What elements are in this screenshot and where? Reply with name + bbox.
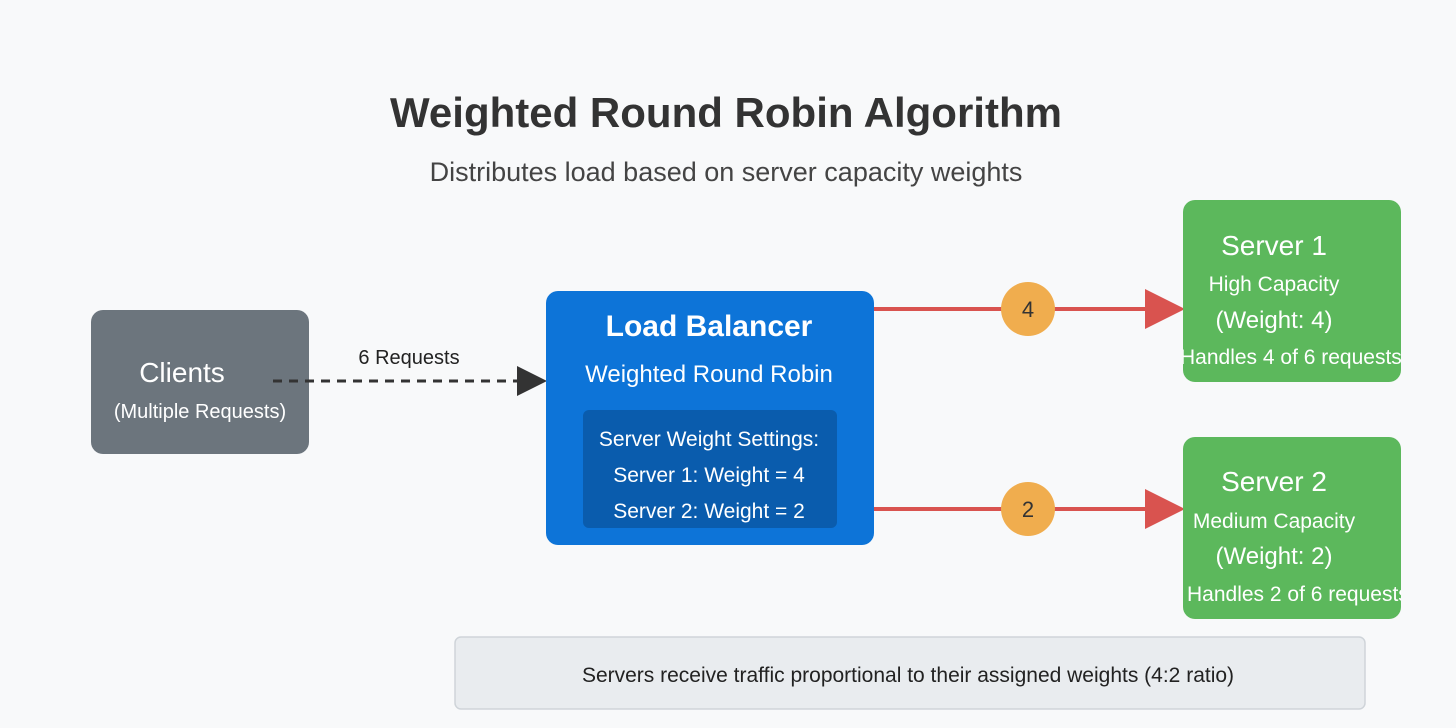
page-title: Weighted Round Robin Algorithm bbox=[390, 89, 1062, 136]
footer-note-text: Servers receive traffic proportional to … bbox=[582, 664, 1234, 687]
server-2-box bbox=[1183, 437, 1401, 619]
server-2-capacity: Medium Capacity bbox=[1193, 510, 1356, 533]
clients-box bbox=[91, 310, 309, 454]
server-1-name: Server 1 bbox=[1221, 230, 1327, 261]
load-balancer-subtitle: Weighted Round Robin bbox=[585, 361, 833, 388]
server-2-edge: 2 bbox=[874, 482, 1185, 536]
request-edge: 6 Requests bbox=[273, 347, 547, 396]
weight-settings-heading: Server Weight Settings: bbox=[599, 428, 819, 451]
request-edge-label: 6 Requests bbox=[358, 347, 459, 369]
load-balancer-title: Load Balancer bbox=[606, 310, 813, 343]
server-2-name: Server 2 bbox=[1221, 466, 1327, 497]
server-1-capacity: High Capacity bbox=[1209, 273, 1340, 296]
page-subtitle: Distributes load based on server capacit… bbox=[430, 157, 1023, 187]
clients-sublabel: (Multiple Requests) bbox=[114, 401, 286, 423]
load-balancer-node: Load Balancer Weighted Round Robin Serve… bbox=[546, 291, 874, 545]
server-1-edge-badge bbox=[1001, 282, 1055, 336]
footer-note: Servers receive traffic proportional to … bbox=[454, 636, 1366, 710]
footer-note-panel bbox=[454, 636, 1366, 710]
clients-label: Clients bbox=[139, 357, 225, 388]
clients-node: Clients (Multiple Requests) bbox=[91, 310, 309, 454]
server-1-edge-badge-label: 4 bbox=[1022, 297, 1034, 322]
server-2-weight: (Weight: 2) bbox=[1216, 543, 1333, 570]
server-2-edge-badge-label: 2 bbox=[1022, 497, 1034, 522]
server-1-handles: Handles 4 of 6 requests bbox=[1180, 346, 1402, 369]
server-1-box bbox=[1183, 200, 1401, 382]
weight-settings-panel bbox=[583, 410, 837, 528]
weight-settings-line: Server 2: Weight = 2 bbox=[613, 500, 805, 523]
server-1-node: Server 1 High Capacity (Weight: 4) Handl… bbox=[1180, 200, 1402, 382]
server-1-weight: (Weight: 4) bbox=[1216, 307, 1333, 334]
server-2-handles: Handles 2 of 6 requests bbox=[1187, 583, 1409, 606]
server-2-node: Server 2 Medium Capacity (Weight: 2) Han… bbox=[1183, 437, 1409, 619]
weight-settings-line: Server 1: Weight = 4 bbox=[613, 464, 805, 487]
server-1-edge: 4 bbox=[874, 282, 1185, 336]
server-2-edge-badge bbox=[1001, 482, 1055, 536]
